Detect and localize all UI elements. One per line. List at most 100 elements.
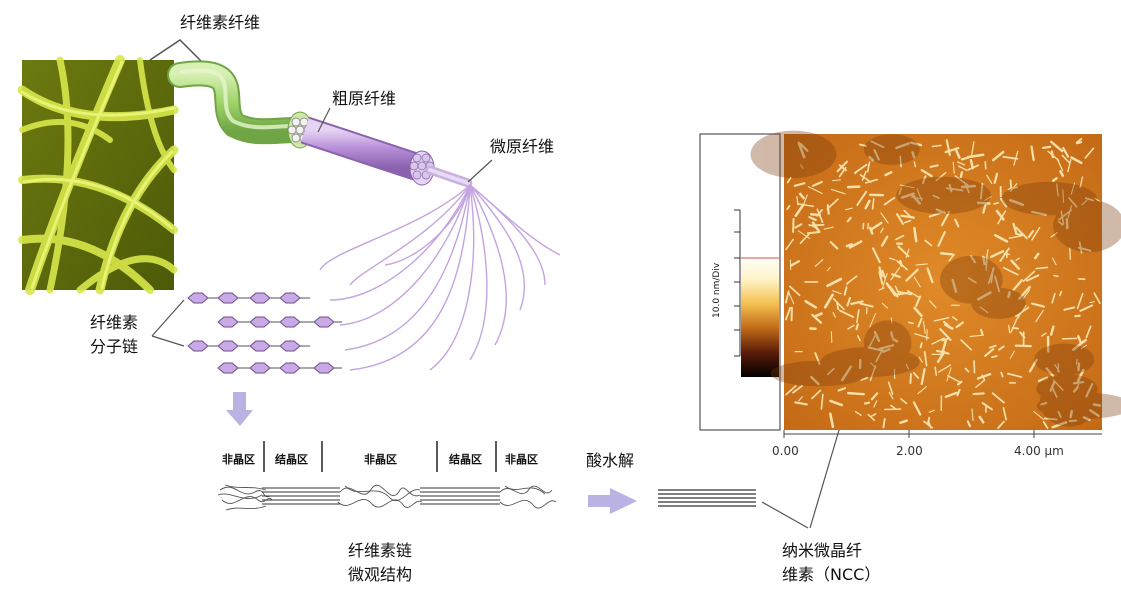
afm-crystal-streak (1007, 372, 1023, 378)
afm-crystal-streak (1037, 376, 1049, 383)
afm-crystal-streak (913, 161, 917, 168)
afm-crystal-streak (1070, 182, 1076, 195)
afm-crystal-streak (1042, 420, 1049, 429)
afm-crystal-streak (967, 164, 979, 171)
afm-crystal-streak (999, 197, 1008, 208)
afm-crystal-streak (1067, 158, 1072, 173)
afm-crystal-streak (964, 367, 970, 373)
afm-crystal-streak (939, 328, 952, 341)
afm-crystal-streak (1031, 210, 1047, 216)
afm-crystal-streak (827, 367, 835, 376)
afm-crystal-streak (998, 345, 1005, 351)
afm-crystal-streak (785, 290, 790, 304)
afm-crystal-streak (798, 192, 806, 200)
right-arrow (588, 488, 637, 514)
afm-crystal-streak (864, 178, 878, 184)
afm-crystal-streak (1008, 324, 1011, 334)
afm-crystal-streak (854, 411, 862, 416)
afm-crystal-streak (845, 243, 853, 248)
afm-crystal-streak (899, 184, 915, 189)
afm-crystal-streak (969, 255, 976, 264)
afm-crystal-streak (807, 186, 823, 195)
afm-crystal-streak (1013, 150, 1019, 166)
afm-crystal-streak (792, 385, 803, 394)
afm-crystal-streak (1077, 335, 1082, 344)
afm-crystal-streak (823, 293, 834, 309)
afm-crystal-streak (899, 155, 902, 168)
afm-crystal-streak (850, 300, 864, 305)
afm-crystal-streak (926, 329, 928, 341)
afm-crystal-streak (871, 197, 875, 210)
afm-crystal-streak (900, 192, 915, 199)
afm-crystal-streak (922, 320, 926, 334)
afm-crystal-streak (972, 392, 985, 396)
afm-crystal-streak (838, 309, 854, 318)
label-cellulose-fiber: 纤维素纤维 (180, 13, 261, 32)
afm-crystal-streak (859, 173, 872, 183)
afm-crystal-streak (995, 209, 1005, 221)
afm-crystal-streak (884, 171, 893, 177)
label-ncc-1: 纳米微晶纤 (782, 541, 863, 560)
afm-crystal-streak (977, 291, 992, 301)
afm-crystal-streak (892, 338, 899, 343)
region-crystalline-2: 结晶区 (449, 453, 482, 466)
afm-crystal-streak (997, 210, 1007, 225)
afm-crystal-streak (867, 222, 869, 230)
afm-crystal-streak (873, 400, 878, 408)
afm-crystal-streak (1076, 292, 1084, 310)
afm-crystal-streak (918, 356, 923, 363)
afm-crystal-streak (1079, 176, 1084, 189)
afm-crystal-streak (1002, 266, 1019, 276)
afm-crystal-streak (785, 306, 792, 321)
afm-crystal-streak (878, 287, 885, 291)
afm-x-tick-0: 0.00 (772, 444, 799, 458)
afm-crystal-streak (947, 375, 962, 384)
afm-crystal-streak (826, 198, 839, 210)
region-amorphous-2: 非晶区 (364, 453, 397, 466)
afm-crystal-streak (786, 204, 791, 211)
afm-crystal-streak (988, 344, 997, 349)
afm-crystal-streak (940, 211, 951, 227)
afm-crystal-streak (809, 212, 821, 217)
afm-crystal-streak (890, 267, 901, 281)
afm-crystal-streak (870, 392, 879, 401)
label-ncc-2: 维素（NCC） (782, 565, 881, 584)
afm-crystal-streak (1084, 197, 1094, 202)
afm-crystal-streak (869, 365, 877, 382)
afm-crystal-streak (829, 241, 839, 250)
afm-crystal-streak (960, 339, 973, 351)
label-microfibril: 微原纤维 (490, 137, 555, 156)
afm-crystal-streak (832, 297, 845, 311)
afm-crystal-streak (1010, 318, 1018, 333)
afm-crystal-streak (875, 347, 885, 363)
afm-crystal-streak (880, 212, 889, 224)
afm-crystal-streak (826, 277, 843, 288)
afm-crystal-streak (1081, 199, 1088, 206)
afm-crystal-streak (854, 163, 868, 174)
afm-crystal-streak (971, 141, 975, 156)
afm-crystal-streak (999, 247, 1010, 262)
afm-crystal-streak (955, 149, 961, 159)
afm-crystal-streak (1059, 170, 1065, 177)
afm-crystal-streak (1009, 198, 1025, 207)
afm-crystal-streak (909, 141, 923, 147)
afm-crystal-streak (1043, 417, 1058, 421)
afm-crystal-streak (1069, 409, 1073, 419)
afm-crystal-streak (951, 316, 958, 321)
afm-crystal-streak (991, 392, 1005, 404)
afm-crystal-streak (967, 277, 977, 284)
afm-crystal-streak (799, 142, 809, 152)
afm-crystal-streak (846, 391, 865, 396)
afm-crystal-streak (912, 372, 920, 379)
afm-crystal-streak (993, 202, 1000, 205)
afm-crystal-streak (920, 367, 926, 386)
afm-crystal-streak (945, 139, 951, 156)
afm-crystal-streak (898, 187, 903, 196)
afm-crystal-streak (846, 296, 852, 307)
afm-crystal-streak (838, 166, 847, 178)
afm-crystal-streak (811, 180, 823, 187)
afm-crystal-streak (906, 290, 921, 299)
afm-crystal-streak (1050, 140, 1064, 153)
afm-crystal-streak (910, 193, 921, 205)
afm-crystal-streak (826, 204, 830, 215)
